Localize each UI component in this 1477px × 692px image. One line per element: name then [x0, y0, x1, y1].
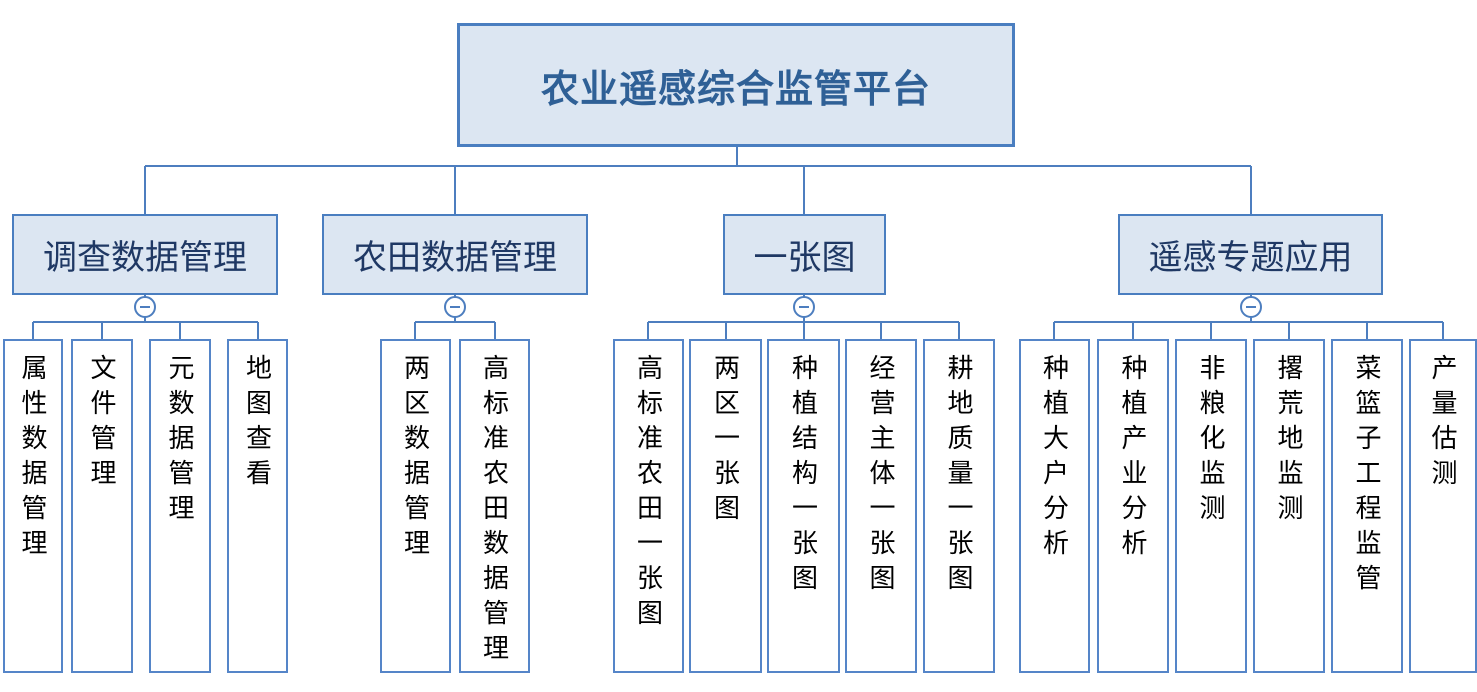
- collapse-toggle-icon[interactable]: [1240, 296, 1262, 318]
- leaf-node: 种植结构一张图: [767, 339, 840, 673]
- leaf-node: 种植产业分析: [1097, 339, 1169, 673]
- leaf-node-label: 菜篮子工程监管: [1352, 354, 1382, 599]
- branch-node-survey-data-mgmt: 调查数据管理: [12, 214, 278, 295]
- collapse-toggle-icon[interactable]: [793, 296, 815, 318]
- leaf-node: 耕地质量一张图: [923, 339, 995, 673]
- leaf-node-label: 属性数据管理: [18, 354, 48, 564]
- leaf-node: 经营主体一张图: [845, 339, 917, 673]
- branch-node-rs-thematic-apps: 遥感专题应用: [1118, 214, 1383, 295]
- root-node: 农业遥感综合监管平台: [457, 23, 1015, 147]
- collapse-toggle-icon[interactable]: [134, 296, 156, 318]
- leaf-node: 产量估测: [1409, 339, 1477, 673]
- leaf-node: 种植大户分析: [1019, 339, 1090, 673]
- leaf-node-label: 非粮化监测: [1196, 354, 1226, 529]
- leaf-node: 菜篮子工程监管: [1331, 339, 1403, 673]
- leaf-node: 地图查看: [227, 339, 288, 673]
- leaf-node-label: 经营主体一张图: [866, 354, 896, 599]
- leaf-node-label: 两区数据管理: [400, 354, 431, 564]
- leaf-node-label: 两区一张图: [710, 354, 741, 529]
- leaf-node-label: 高标准农田数据管理: [479, 354, 510, 669]
- root-node-label: 农业遥感综合监管平台: [540, 68, 931, 111]
- branch-node-farmland-data-mgmt: 农田数据管理: [322, 214, 588, 295]
- leaf-node: 元数据管理: [149, 339, 211, 673]
- root-branch-connector: [144, 147, 1252, 215]
- leaf-node: 两区一张图: [689, 339, 762, 673]
- leaf-node-label: 撂荒地监测: [1274, 354, 1304, 529]
- leaf-node: 撂荒地监测: [1253, 339, 1325, 673]
- leaf-node: 非粮化监测: [1175, 339, 1247, 673]
- branch-node-label: 调查数据管理: [43, 239, 247, 277]
- branch-node-label: 一张图: [753, 239, 856, 277]
- leaf-node-label: 元数据管理: [165, 354, 195, 529]
- collapse-toggles: [134, 296, 1262, 318]
- branch-node-label: 农田数据管理: [353, 239, 557, 277]
- leaf-node-label: 种植产业分析: [1118, 354, 1148, 564]
- leaf-node: 两区数据管理: [380, 339, 451, 673]
- leaf-node-label: 地图查看: [242, 354, 273, 494]
- collapse-toggle-icon[interactable]: [444, 296, 466, 318]
- branch-node-one-map: 一张图: [723, 214, 886, 295]
- leaf-node: 文件管理: [71, 339, 133, 673]
- leaf-node-label: 产量估测: [1428, 354, 1458, 494]
- leaf-node: 属性数据管理: [3, 339, 63, 673]
- leaf-node: 高标准农田数据管理: [459, 339, 530, 673]
- leaf-node-label: 文件管理: [87, 354, 117, 494]
- leaf-node-label: 种植结构一张图: [788, 354, 819, 599]
- leaf-node: 高标准农田一张图: [613, 339, 684, 673]
- branch-node-label: 遥感专题应用: [1148, 239, 1353, 277]
- leaf-node-label: 种植大户分析: [1039, 354, 1070, 564]
- leaf-node-label: 耕地质量一张图: [944, 354, 974, 599]
- leaf-node-label: 高标准农田一张图: [633, 354, 664, 634]
